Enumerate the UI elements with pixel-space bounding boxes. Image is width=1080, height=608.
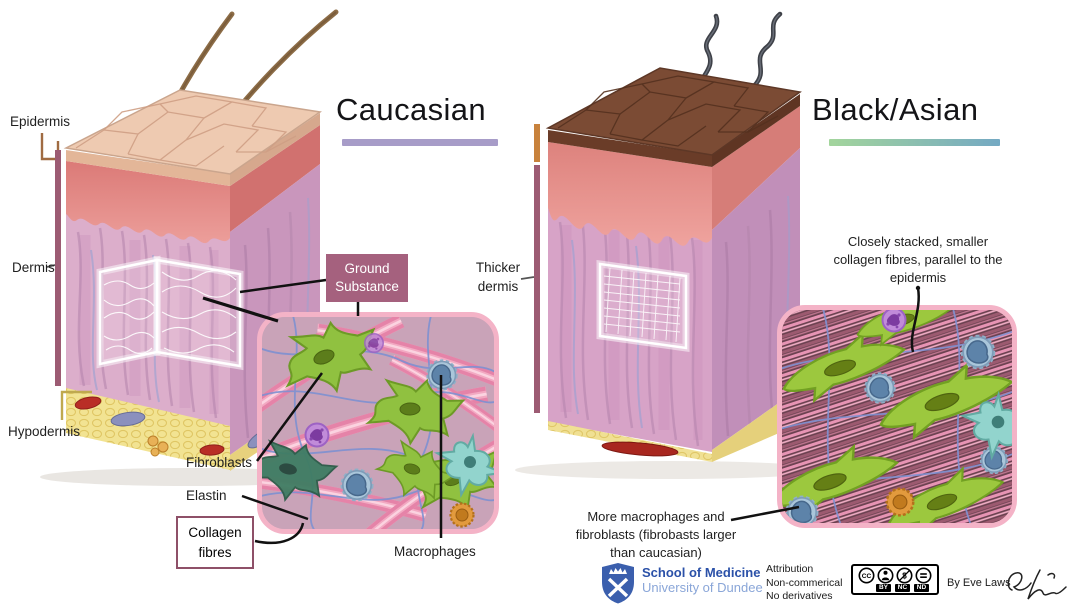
layer-brackets [40,124,540,420]
black-asian-dermis-inset [777,305,1017,528]
author-credit: By Eve Laws [947,577,1011,589]
license-line: No derivatives [766,590,833,603]
black-asian-underline [829,139,1000,146]
cc-nc-icon: $ [896,567,913,584]
dundee-shield-icon [602,563,634,604]
more-macrophages-annotation: More macrophages and fibroblasts (fibrob… [575,509,737,560]
cc-by-label: BY [876,584,891,592]
school-of-medicine-logo-text: School of Medicine University of Dundee [642,565,763,596]
caucasian-dermis-inset [257,312,499,534]
license-line: Non-commerical [766,576,843,589]
university-name: University of Dundee [642,579,763,595]
license-line: Attribution [766,563,814,575]
dermis-label: Dermis [12,260,55,275]
black-asian-skin-block [545,11,802,462]
black-asian-title: Black/Asian [812,92,979,127]
ground-substance-label: Ground Substance [326,254,408,302]
macrophages-label: Macrophages [394,544,476,559]
elastin-label: Elastin [186,488,227,503]
cc-icon: CC [858,567,875,584]
epidermis-label: Epidermis [10,114,71,129]
signature [1007,569,1067,600]
ground-substance-highlight-left [96,255,244,371]
collagen-fibres-label: Collagen fibres [176,516,254,570]
creative-commons-badge: CC $ BY NC ND [851,564,939,595]
thicker-dermis-label: Thicker dermis [475,260,521,294]
cc-nd-label: ND [914,584,929,592]
svg-text:CC: CC [862,573,872,580]
closely-stacked-annotation: Closely stacked, smaller collagen fibres… [833,234,1003,285]
cc-nc-label: NC [895,584,910,592]
license-terms: Attribution Non-commerical No derivative… [766,563,842,604]
ground-substance-highlight-right [596,259,690,353]
caucasian-title: Caucasian [336,92,487,127]
cc-nd-icon [915,567,932,584]
cc-by-icon [877,567,894,584]
hypodermis-label: Hypodermis [8,424,81,439]
school-name: School of Medicine [642,565,761,580]
caucasian-underline [342,139,498,146]
fibroblasts-label: Fibroblasts [186,455,253,470]
